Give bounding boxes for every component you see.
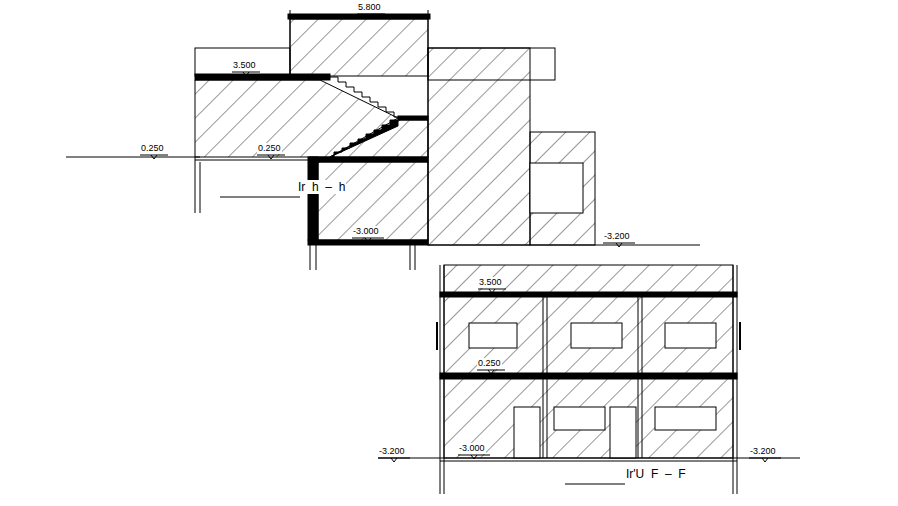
level-mark: 5.800: [357, 2, 382, 13]
level-mark: -3.200: [603, 231, 631, 242]
level-mark: -3.000: [458, 443, 486, 454]
level-mark: 3.500: [232, 60, 257, 71]
level-mark: -3.000: [352, 226, 380, 237]
section-h: [66, 10, 700, 270]
section-title: Ir h – h: [297, 180, 346, 194]
level-mark: -3.200: [749, 446, 777, 457]
section-f: [378, 265, 800, 494]
level-mark: -3.200: [378, 446, 406, 457]
level-mark: 0.250: [140, 143, 165, 154]
level-mark: 0.250: [477, 358, 502, 369]
level-mark: 3.500: [478, 277, 503, 288]
level-mark: 0.250: [257, 143, 282, 154]
section-title: Ir'U F – F: [625, 467, 687, 481]
